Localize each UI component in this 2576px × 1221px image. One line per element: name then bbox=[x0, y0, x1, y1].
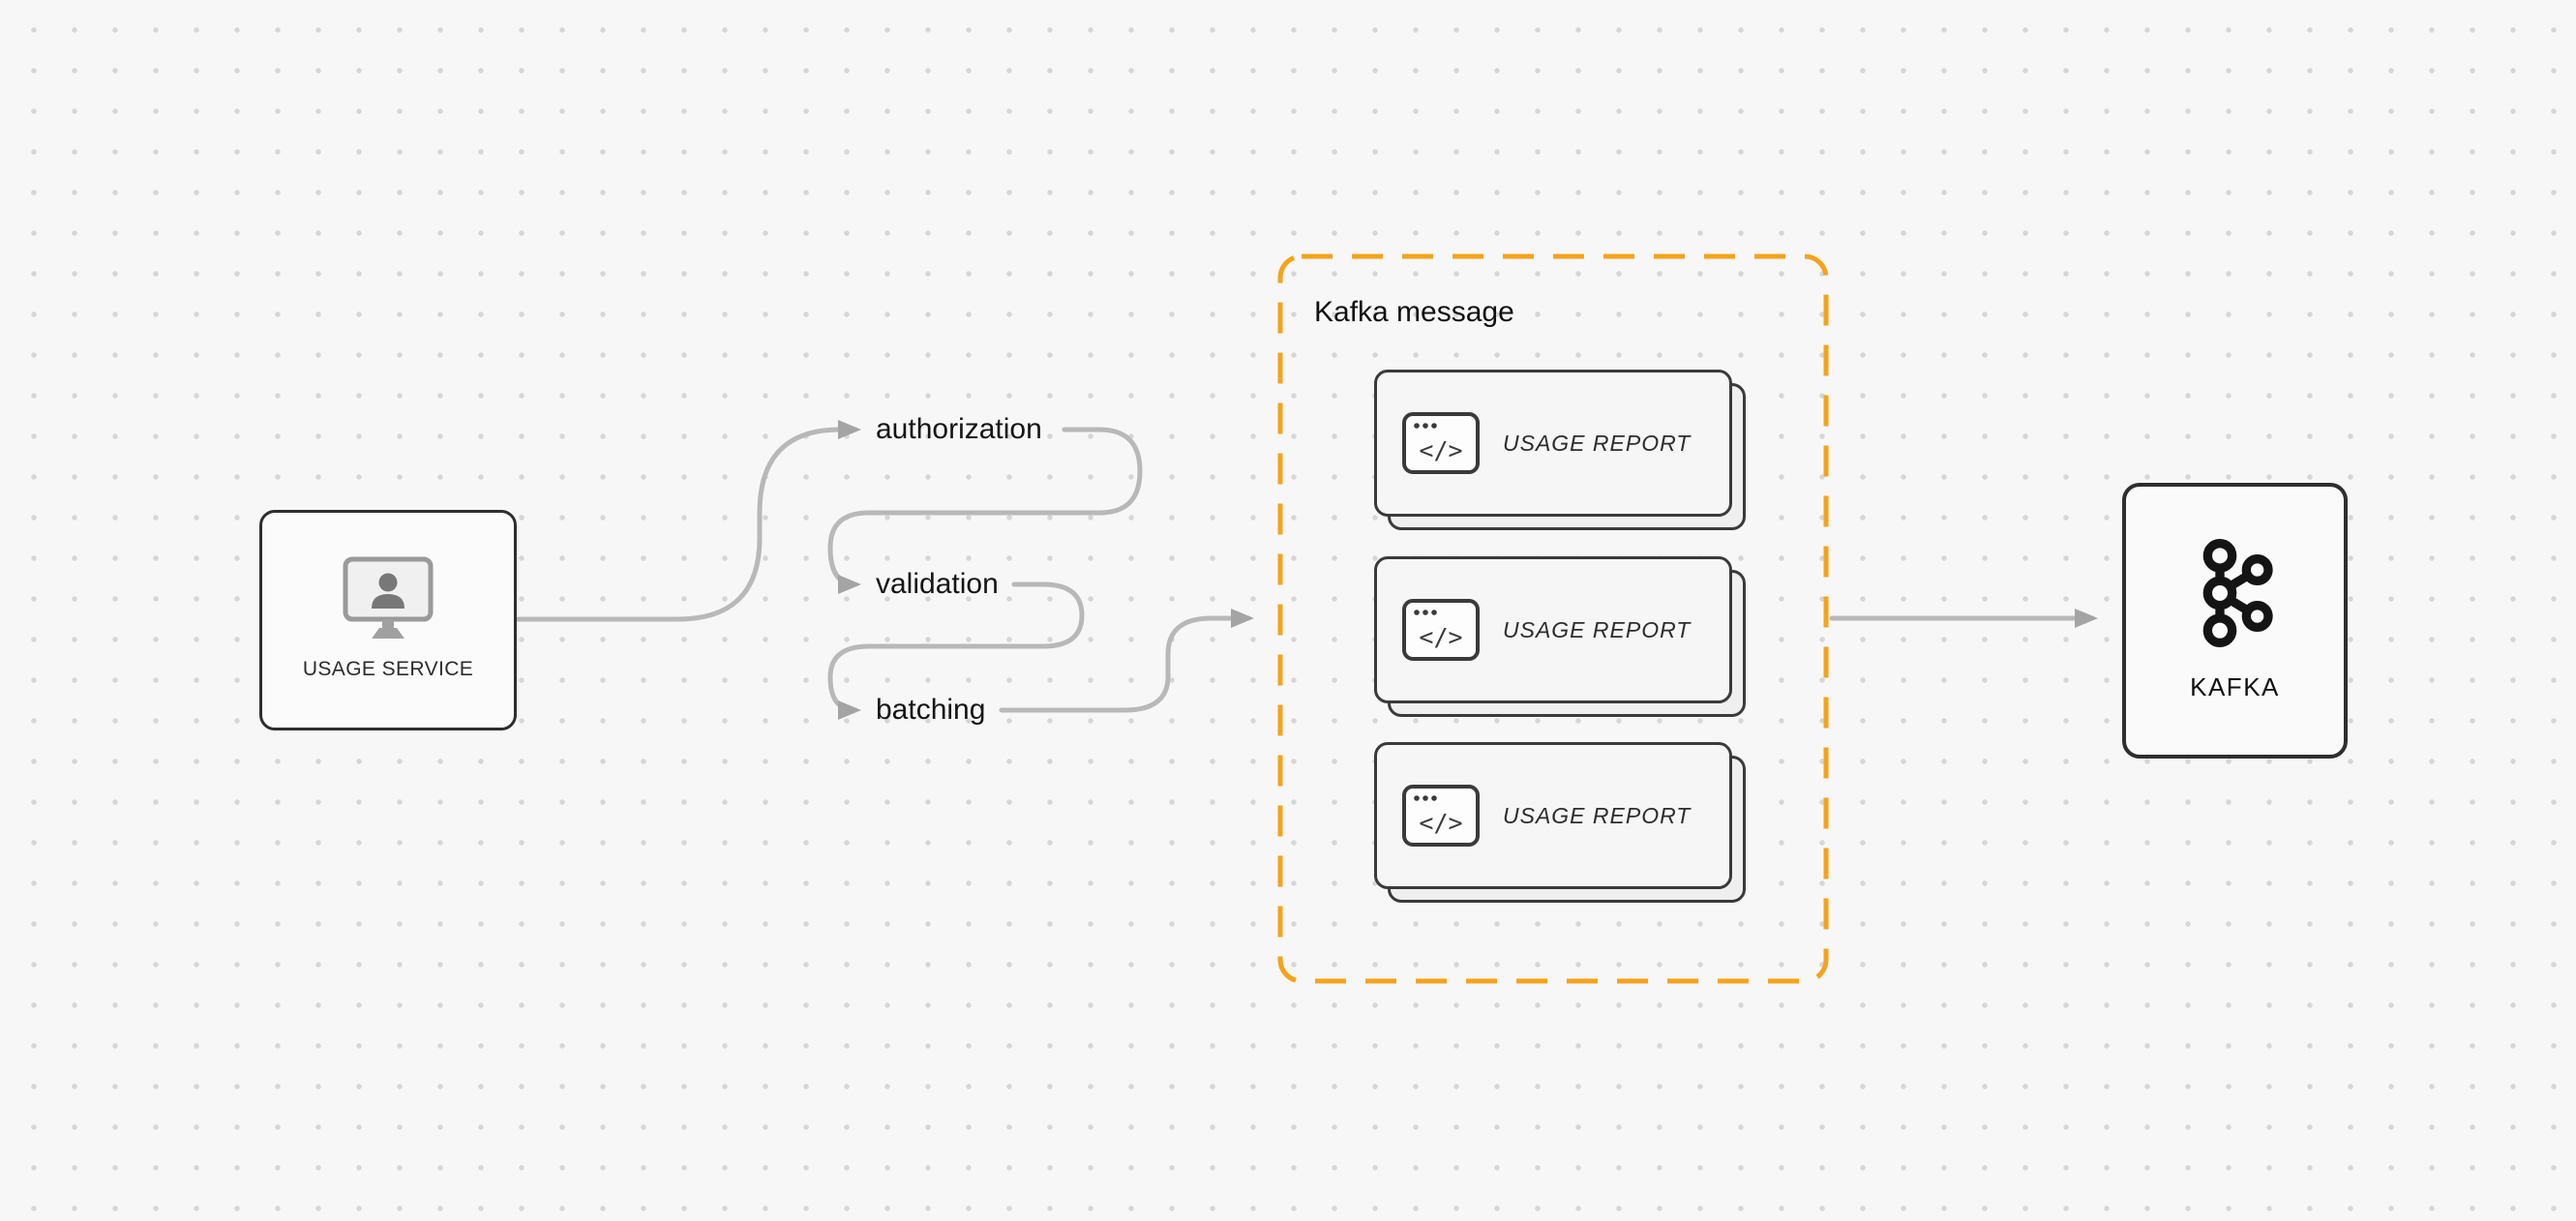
arrow-validation-to-batching bbox=[827, 581, 1085, 720]
pipeline-step-authorization: authorization bbox=[876, 413, 1042, 445]
kafka-message-group-title: Kafka message bbox=[1314, 296, 1514, 328]
code-window-icon: </> bbox=[1402, 785, 1480, 847]
kafka-logo-icon bbox=[2202, 539, 2273, 647]
usage-report-label: USAGE REPORT bbox=[1503, 430, 1692, 456]
pipeline-step-validation: validation bbox=[876, 568, 999, 600]
kafka-message-group: Kafka message </> USAGE REPORT bbox=[1277, 253, 1829, 984]
kafka-node: KAFKA bbox=[2122, 483, 2348, 759]
svg-text:</>: </> bbox=[1419, 623, 1462, 651]
usage-service-label: USAGE SERVICE bbox=[302, 658, 474, 680]
usage-report-label: USAGE REPORT bbox=[1503, 802, 1692, 828]
monitor-user-icon bbox=[343, 556, 434, 639]
usage-report-card: </> USAGE REPORT bbox=[1374, 742, 1746, 903]
kafka-node-label: KAFKA bbox=[2190, 672, 2280, 701]
pipeline-step-batching: batching bbox=[876, 694, 986, 726]
arrow-authorization-to-validation bbox=[827, 427, 1143, 594]
svg-text:</>: </> bbox=[1419, 809, 1462, 837]
svg-text:</>: </> bbox=[1419, 436, 1462, 464]
usage-service-node: USAGE SERVICE bbox=[259, 510, 517, 730]
usage-report-card: </> USAGE REPORT bbox=[1374, 556, 1746, 717]
usage-report-label: USAGE REPORT bbox=[1503, 616, 1692, 642]
usage-report-card: </> USAGE REPORT bbox=[1374, 370, 1746, 530]
arrow-usage-to-authorization bbox=[515, 420, 861, 622]
arrow-batching-to-kafka-message bbox=[999, 609, 1254, 713]
code-window-icon: </> bbox=[1402, 412, 1480, 474]
code-window-icon: </> bbox=[1402, 599, 1480, 661]
kafka-message-group-border bbox=[1277, 253, 1829, 984]
